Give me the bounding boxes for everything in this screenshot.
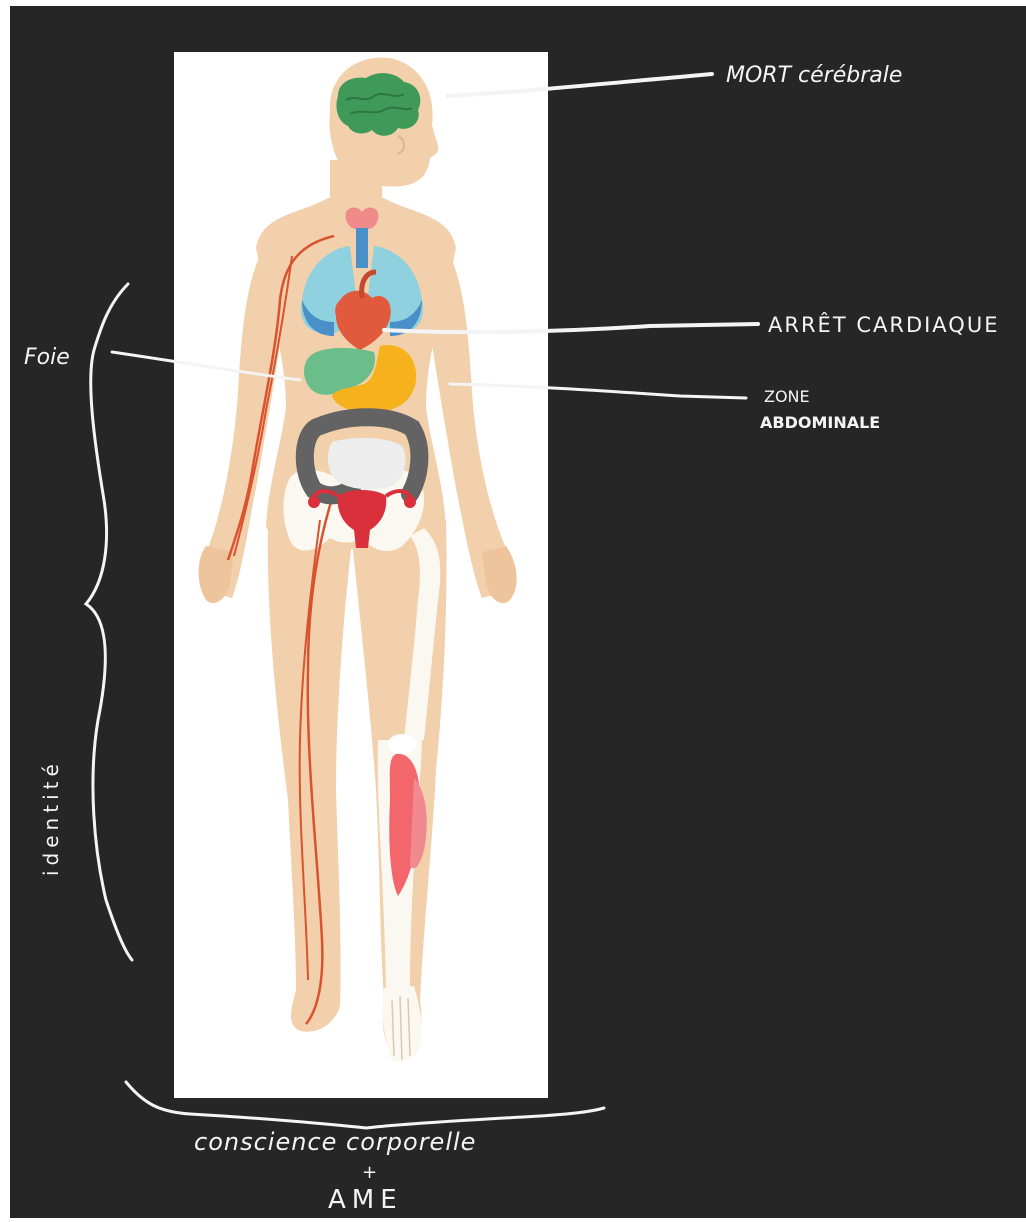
liver-label: Foie (24, 345, 70, 370)
human-body-figure (199, 57, 517, 1061)
identity-brace (86, 284, 132, 960)
plus-sign: + (362, 1162, 377, 1183)
ovary-right (404, 496, 416, 508)
body-awareness-label: conscience corporelle (194, 1128, 476, 1156)
abdominal-zone-pointer-line (450, 384, 746, 398)
knee-cap (388, 734, 416, 754)
bottom-brace (126, 1082, 604, 1128)
abdominal-zone-label-line1: ZONE (764, 387, 810, 406)
abdominal-zone-label-line2: ABDOMINALE (760, 413, 880, 432)
identity-label: identité (39, 759, 63, 876)
brain-death-label: MORT cérébrale (726, 63, 902, 88)
trachea (356, 228, 368, 268)
small-intestine (328, 438, 406, 489)
brain-death-pointer-line (448, 74, 712, 96)
soul-label: AME (328, 1185, 403, 1215)
ovary-left (308, 496, 320, 508)
cardiac-arrest-label: ARRÊT CARDIAQUE (768, 312, 999, 337)
